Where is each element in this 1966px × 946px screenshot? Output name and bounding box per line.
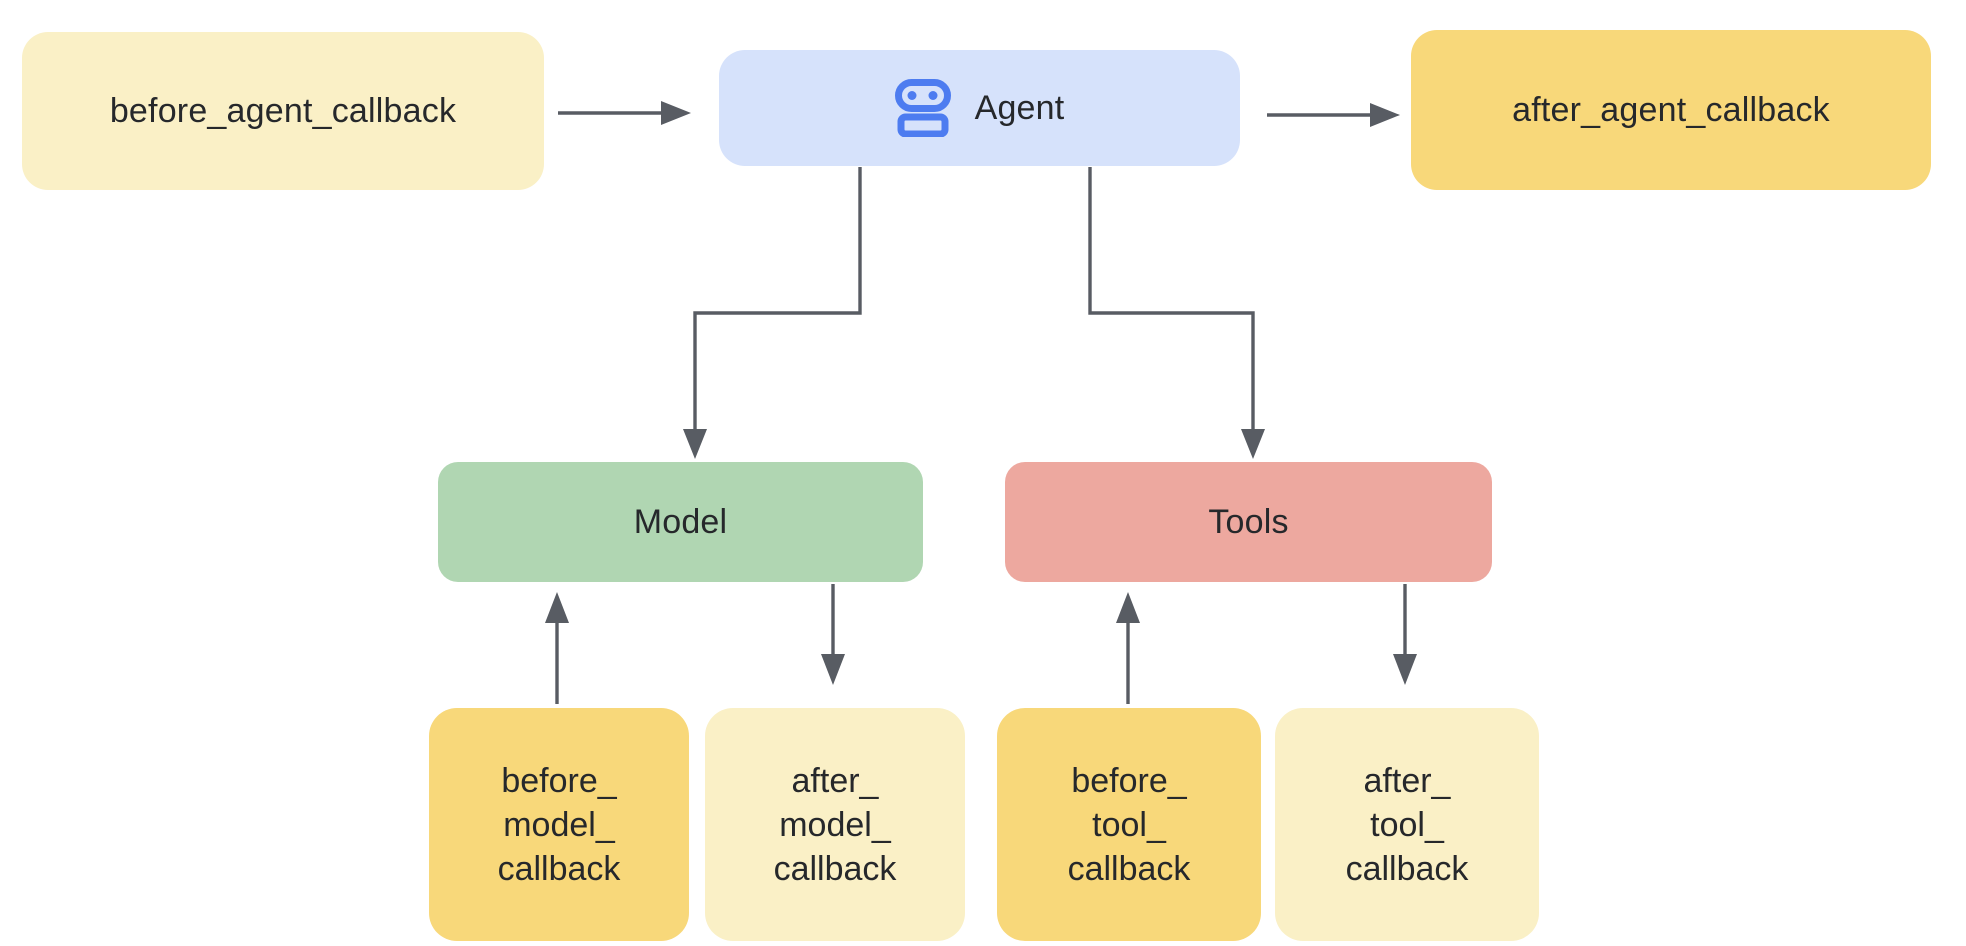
agent-label: Agent	[974, 88, 1065, 127]
after-tool-callback-node: after_ tool_ callback	[1275, 708, 1539, 941]
model-node: Model	[438, 462, 923, 582]
before-model-callback-node: before_ model_ callback	[429, 708, 689, 941]
label-line: after_	[1363, 761, 1451, 800]
after-tool-callback-label: after_ tool_ callback	[1346, 759, 1469, 891]
label-line: tool_	[1370, 805, 1444, 844]
model-label: Model	[633, 502, 728, 541]
label-line: model_	[779, 805, 891, 844]
arrow-agent-to-after-agent	[1267, 103, 1400, 127]
arrow-before-tool-to-tools	[1116, 592, 1140, 704]
before-agent-callback-node: before_agent_callback	[22, 32, 544, 190]
before-agent-callback-label: before_agent_callback	[109, 91, 457, 130]
after-agent-callback-label: after_agent_callback	[1512, 90, 1830, 129]
before-tool-callback-node: before_ tool_ callback	[997, 708, 1261, 941]
label-line: after_	[791, 761, 879, 800]
tools-label: Tools	[1208, 502, 1289, 541]
agent-node-content: Agent	[894, 79, 1065, 137]
after-agent-callback-node: after_agent_callback	[1411, 30, 1931, 190]
label-line: callback	[497, 849, 621, 888]
arrow-model-to-after-model	[821, 584, 845, 685]
label-line: callback	[773, 849, 897, 888]
arrow-before-model-to-model	[545, 592, 569, 704]
arrow-before-agent-to-agent	[558, 101, 691, 125]
arrow-agent-to-tools	[1088, 167, 1265, 459]
label-line: before_	[501, 761, 617, 800]
before-model-callback-label: before_ model_ callback	[498, 759, 621, 891]
tools-node: Tools	[1005, 462, 1492, 582]
after-model-callback-label: after_ model_ callback	[774, 759, 897, 891]
after-model-callback-node: after_ model_ callback	[705, 708, 965, 941]
label-line: tool_	[1092, 805, 1166, 844]
label-line: callback	[1067, 849, 1191, 888]
label-line: before_	[1071, 761, 1187, 800]
before-tool-callback-label: before_ tool_ callback	[1068, 759, 1191, 891]
agent-node: Agent	[719, 50, 1240, 166]
robot-icon	[894, 79, 951, 137]
arrow-tools-to-after-tool	[1393, 584, 1417, 685]
label-line: callback	[1345, 849, 1469, 888]
label-line: model_	[503, 805, 615, 844]
arrow-agent-to-model	[683, 167, 862, 459]
